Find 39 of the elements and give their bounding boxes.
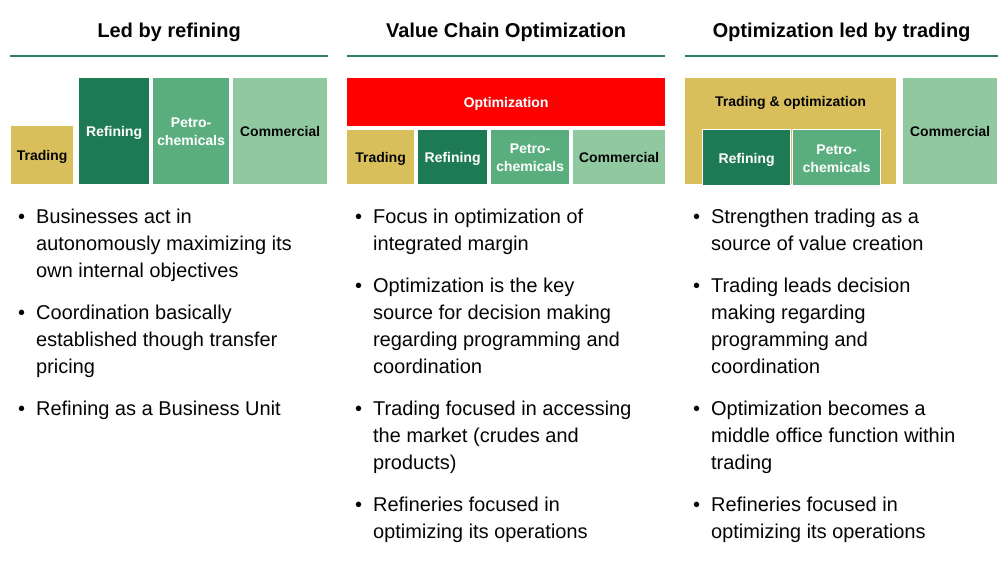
trading-block: Trading bbox=[346, 129, 415, 185]
bullet-marker: • bbox=[693, 397, 702, 422]
bullet-text: Coordination basically established though transfer pricing bbox=[36, 301, 278, 380]
bullet-marker: • bbox=[693, 205, 702, 230]
block-label: Trading & optimization bbox=[715, 92, 866, 110]
column-heading: Optimization led by trading bbox=[712, 20, 970, 43]
refining-block: Refining bbox=[417, 129, 488, 185]
trading-optimization-block bbox=[684, 77, 897, 185]
bullet-text: Trading focused in accessing the market (crudes and products) bbox=[373, 397, 632, 476]
bullet-text: Optimization is the key source for decision making regarding programming and coordination bbox=[373, 274, 621, 380]
optimization-bar: Optimization bbox=[346, 77, 666, 127]
bullet-text: Refineries focused in optimizing its operations bbox=[373, 493, 589, 545]
bullet-marker: • bbox=[355, 274, 364, 299]
petrochemicals-block: Petro-chemicals bbox=[792, 129, 881, 186]
bullet-marker: • bbox=[355, 493, 364, 518]
column-heading: Value Chain Optimization bbox=[386, 20, 626, 43]
petrochemicals-block: Petro-chemicals bbox=[152, 77, 230, 185]
bullet-marker: • bbox=[355, 397, 364, 422]
bullet-text: Optimization becomes a middle office function within trading bbox=[711, 397, 956, 476]
refining-block: Refining bbox=[78, 77, 150, 185]
bullet-marker: • bbox=[18, 397, 26, 422]
commercial-block: Commercial bbox=[232, 77, 328, 185]
petrochemicals-block: Petro-chemicals bbox=[490, 129, 570, 185]
bullet-marker: • bbox=[18, 301, 26, 326]
refining-block: Refining bbox=[702, 129, 791, 186]
column-heading: Led by refining bbox=[97, 20, 241, 43]
bullet-marker: • bbox=[693, 493, 702, 518]
commercial-block: Commercial bbox=[902, 77, 998, 185]
trading-block: Trading bbox=[10, 125, 74, 185]
bullet-text: Strengthen trading as a source of value creation bbox=[711, 205, 924, 257]
bullet-text: Trading leads decision making regarding programming and coordination bbox=[711, 274, 912, 380]
commercial-block: Commercial bbox=[572, 129, 666, 185]
bullet-text: Refineries focused in optimizing its operations bbox=[711, 493, 927, 545]
bullet-marker: • bbox=[355, 205, 364, 230]
bullet-text: Focus in optimization of integrated margin bbox=[373, 205, 584, 257]
bullet-text: Businesses act in autonomously maximizing its own internal objectives bbox=[36, 205, 293, 284]
bullet-marker: • bbox=[693, 274, 702, 299]
bullet-marker: • bbox=[18, 205, 26, 230]
bullet-text: Refining as a Business Unit bbox=[36, 397, 282, 422]
